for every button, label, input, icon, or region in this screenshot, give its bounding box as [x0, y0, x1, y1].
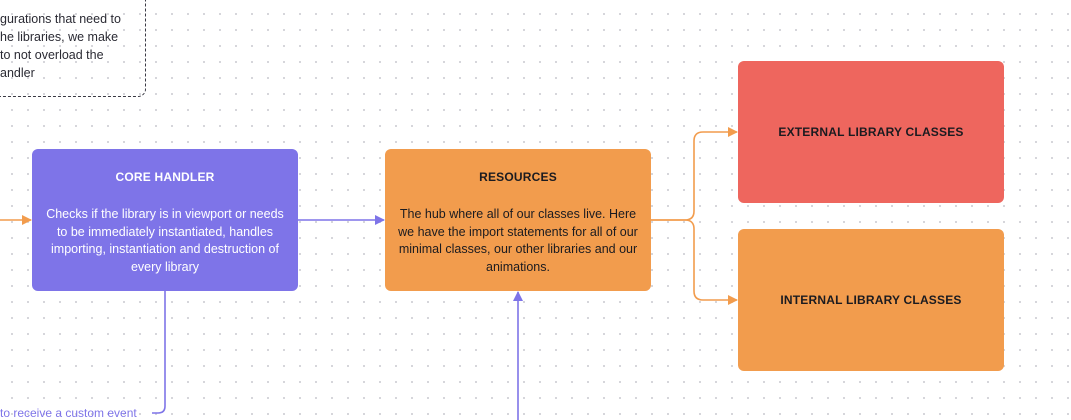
custom-event-edge-label[interactable]: to receive a custom event [0, 406, 137, 420]
resources-title: RESOURCES [479, 170, 557, 184]
internal-library-classes-node[interactable]: INTERNAL LIBRARY CLASSES [738, 229, 1004, 371]
connector-core-handler-to-custom-event [152, 291, 166, 414]
core-handler-node[interactable]: CORE HANDLER Checks if the library is in… [32, 149, 298, 291]
connector-resources-to-external [651, 127, 738, 221]
external-library-classes-node[interactable]: EXTERNAL LIBRARY CLASSES [738, 61, 1004, 203]
resources-node[interactable]: RESOURCES The hub where all of our class… [385, 149, 651, 291]
core-handler-description: Checks if the library is in viewport or … [46, 207, 284, 274]
connector-resources-to-internal [651, 219, 738, 305]
external-library-classes-title: EXTERNAL LIBRARY CLASSES [778, 125, 964, 139]
resources-description: The hub where all of our classes live. H… [398, 207, 638, 274]
core-handler-title: CORE HANDLER [115, 170, 215, 184]
internal-library-classes-title: INTERNAL LIBRARY CLASSES [780, 293, 962, 307]
note-card[interactable]: gurations that need to he libraries, we … [0, 0, 146, 97]
